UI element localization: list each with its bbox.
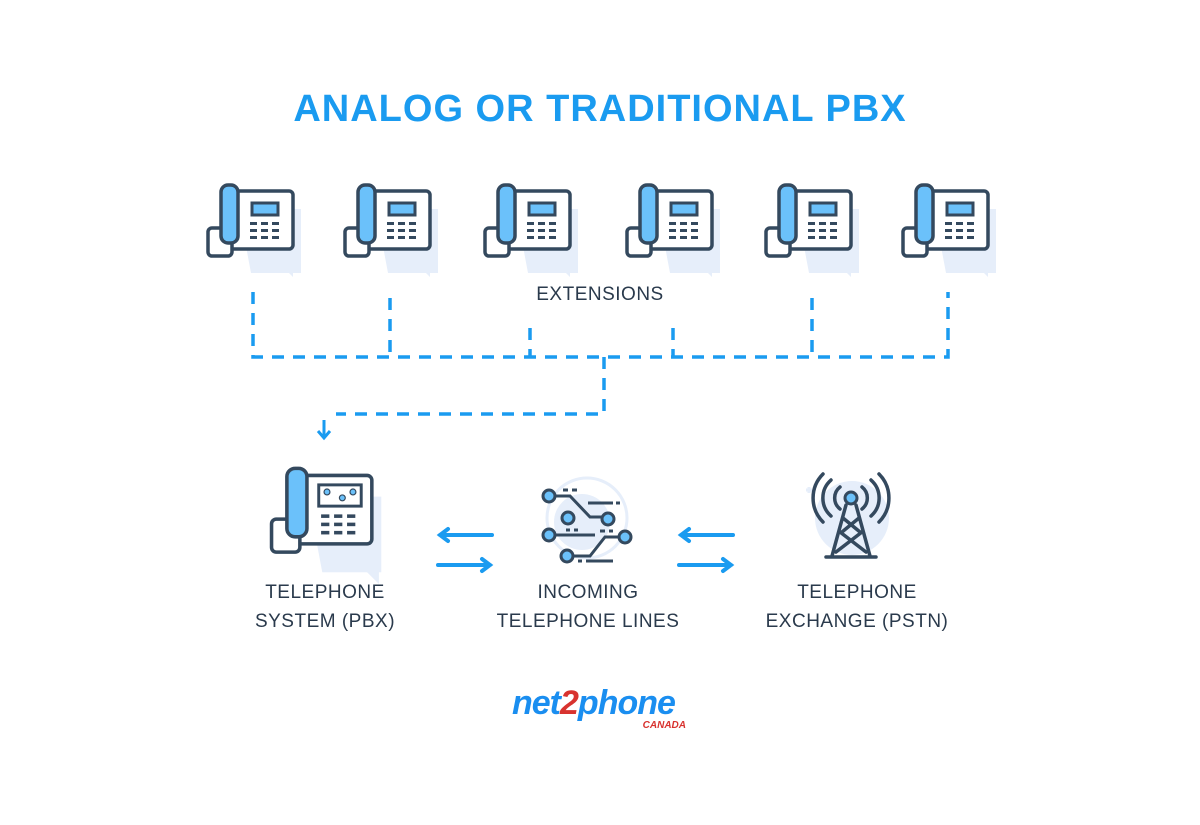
incoming-lines-label-line2: TELEPHONE LINES	[496, 611, 680, 632]
pbx-label-line1: TELEPHONE	[265, 582, 385, 603]
right-arrow-icon	[677, 557, 735, 573]
extension-connector-lines	[251, 292, 950, 416]
cell-tower-icon	[806, 472, 891, 559]
incoming-lines-label-line1: INCOMING	[537, 582, 639, 603]
left-arrow-icon	[436, 527, 494, 543]
circuit-lines-icon	[541, 476, 633, 564]
extension-phone-6-icon	[901, 183, 998, 279]
pbx-label: TELEPHONE SYSTEM (PBX)	[225, 578, 425, 636]
pstn-label-line1: TELEPHONE	[797, 582, 917, 603]
right-arrow-icon	[436, 557, 494, 573]
logo-text-phone: phone	[577, 684, 676, 722]
down-arrow-icon	[316, 420, 332, 441]
logo-text-2: 2	[560, 684, 579, 722]
logo-text-canada: CANADA	[642, 720, 686, 731]
extension-phone-1-icon	[206, 183, 303, 279]
extension-phone-3-icon	[483, 183, 580, 279]
incoming-lines-label: INCOMING TELEPHONE LINES	[468, 578, 708, 636]
pbx-system-icon	[269, 466, 382, 584]
diagram-title: ANALOG OR TRADITIONAL PBX	[293, 88, 907, 130]
pstn-label-line2: EXCHANGE (PSTN)	[765, 611, 949, 632]
extension-phone-5-icon	[764, 183, 861, 279]
left-arrow-icon	[677, 527, 735, 543]
pbx-label-line2: SYSTEM (PBX)	[254, 611, 396, 632]
pstn-label: TELEPHONE EXCHANGE (PSTN)	[737, 578, 977, 636]
extensions-label: EXTENSIONS	[536, 284, 664, 305]
logo-text-net: net	[512, 684, 561, 722]
extension-phone-2-icon	[343, 183, 440, 279]
extension-phone-4-icon	[625, 183, 722, 279]
